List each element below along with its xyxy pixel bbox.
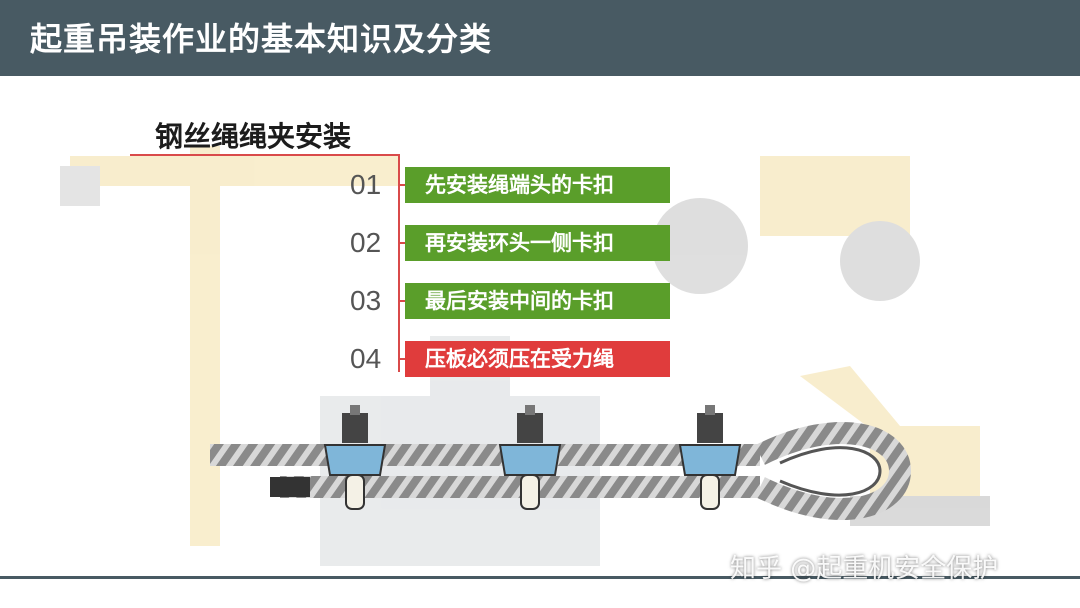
step-connector [398,300,406,302]
step-connector [398,184,406,186]
page-title: 起重吊装作业的基本知识及分类 [30,20,493,58]
step-label: 再安装环头一侧卡扣 [405,225,670,261]
rope-clip-icon [498,405,562,510]
rope-clip-icon [678,405,742,510]
step-label: 最后安装中间的卡扣 [405,283,670,319]
step-number: 04 [350,343,382,374]
step-number: 01 [350,169,382,200]
footer-divider [0,576,1080,579]
rope-clip-icon [323,405,387,510]
section-subtitle: 钢丝绳绳夹安装 [155,120,352,153]
wire-rope-clip-illustration [210,405,912,520]
watermark: 知乎 @起重机安全保护 [730,554,999,584]
step-number: 03 [350,285,382,316]
step-label: 先安装绳端头的卡扣 [405,167,670,203]
step-number: 02 [350,227,382,258]
step-label: 压板必须压在受力绳 [405,341,670,377]
step-bracket [398,154,400,372]
step-connector [398,242,406,244]
subtitle-underline [130,154,400,156]
header-bar: 起重吊装作业的基本知识及分类 [0,0,1080,76]
step-connector [398,358,406,360]
